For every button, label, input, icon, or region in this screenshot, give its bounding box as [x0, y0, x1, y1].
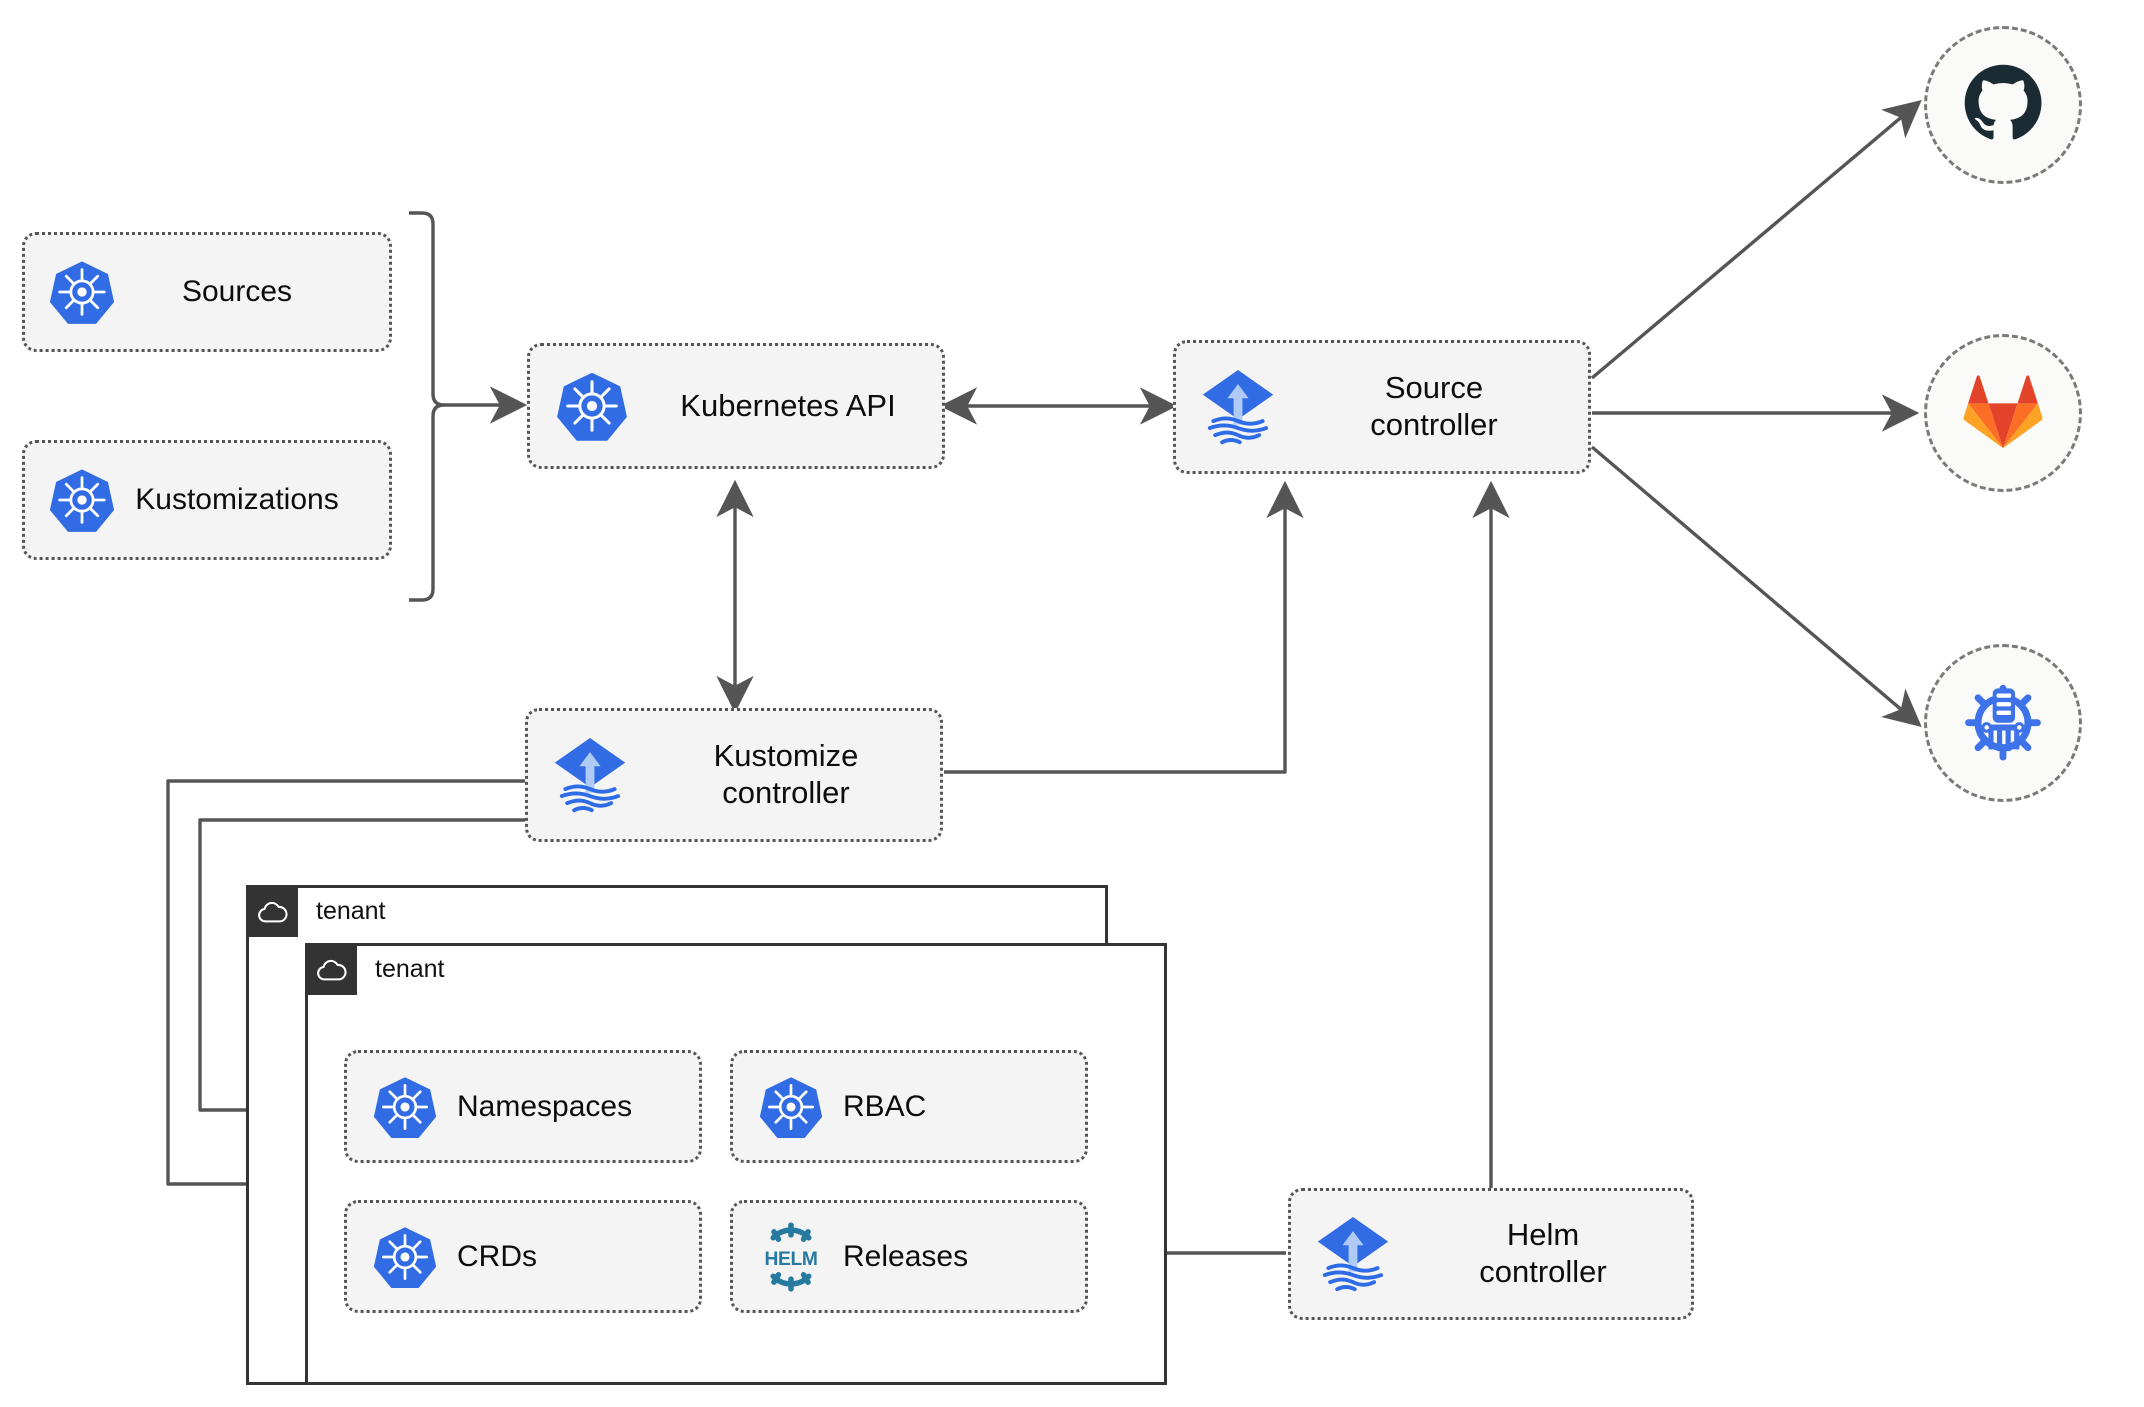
tenant-header-2: tenant: [305, 943, 445, 995]
edge-kustomize-to-source: [944, 480, 1304, 774]
gitlab-icon: [1963, 373, 2043, 454]
card-kubernetes-api-label: Kubernetes API: [680, 387, 896, 423]
card-crds[interactable]: CRDs: [344, 1200, 702, 1313]
cloud-icon: [305, 943, 357, 995]
kubernetes-icon: [357, 1074, 453, 1140]
helm-repository-icon: [1960, 678, 2046, 769]
card-kustomizations-label: Kustomizations: [135, 483, 339, 517]
cloud-icon: [246, 885, 298, 937]
card-kustomize-controller-label: Kustomize controller: [713, 738, 859, 810]
kubernetes-icon: [357, 1224, 453, 1290]
tenant-title-2: tenant: [375, 954, 445, 983]
card-sources-label: Sources: [181, 275, 293, 309]
provider-gitlab[interactable]: [1924, 334, 2082, 492]
card-sources[interactable]: Sources: [22, 232, 392, 352]
kubernetes-icon: [39, 466, 125, 534]
svg-text:HELM: HELM: [764, 1249, 817, 1270]
provider-helm-repository[interactable]: [1924, 644, 2082, 802]
card-namespaces[interactable]: Namespaces: [344, 1050, 702, 1163]
card-crds-label: CRDs: [457, 1239, 537, 1273]
provider-github[interactable]: [1924, 26, 2082, 184]
card-helm-controller[interactable]: Helm controller: [1288, 1188, 1694, 1320]
card-releases[interactable]: HELM Releases: [730, 1200, 1088, 1313]
helm-icon: HELM: [743, 1220, 839, 1294]
flux-icon: [1186, 363, 1290, 451]
tenant-title-1: tenant: [316, 896, 386, 925]
card-kustomize-controller[interactable]: Kustomize controller: [525, 708, 943, 842]
card-helm-controller-label: Helm controller: [1479, 1217, 1607, 1289]
card-source-controller[interactable]: Source controller: [1173, 340, 1591, 474]
github-icon: [1962, 62, 2044, 149]
flux-icon: [1301, 1210, 1405, 1298]
card-source-controller-label: Source controller: [1370, 370, 1498, 442]
card-rbac-label: RBAC: [843, 1089, 927, 1123]
kubernetes-icon: [540, 369, 644, 443]
tenant-container-2[interactable]: tenant: [305, 943, 1167, 1385]
kubernetes-icon: [743, 1074, 839, 1140]
card-kubernetes-api[interactable]: Kubernetes API: [527, 343, 945, 469]
card-namespaces-label: Namespaces: [457, 1089, 633, 1123]
tenant-header-1: tenant: [246, 885, 386, 937]
kubernetes-icon: [39, 258, 125, 326]
sources-brace: [409, 211, 446, 602]
flux-icon: [538, 731, 642, 819]
edge-source-to-helm-repo: [1590, 445, 1922, 728]
card-releases-label: Releases: [843, 1239, 969, 1273]
edge-source-to-github: [1590, 99, 1922, 380]
card-rbac[interactable]: RBAC: [730, 1050, 1088, 1163]
card-kustomizations[interactable]: Kustomizations: [22, 440, 392, 560]
